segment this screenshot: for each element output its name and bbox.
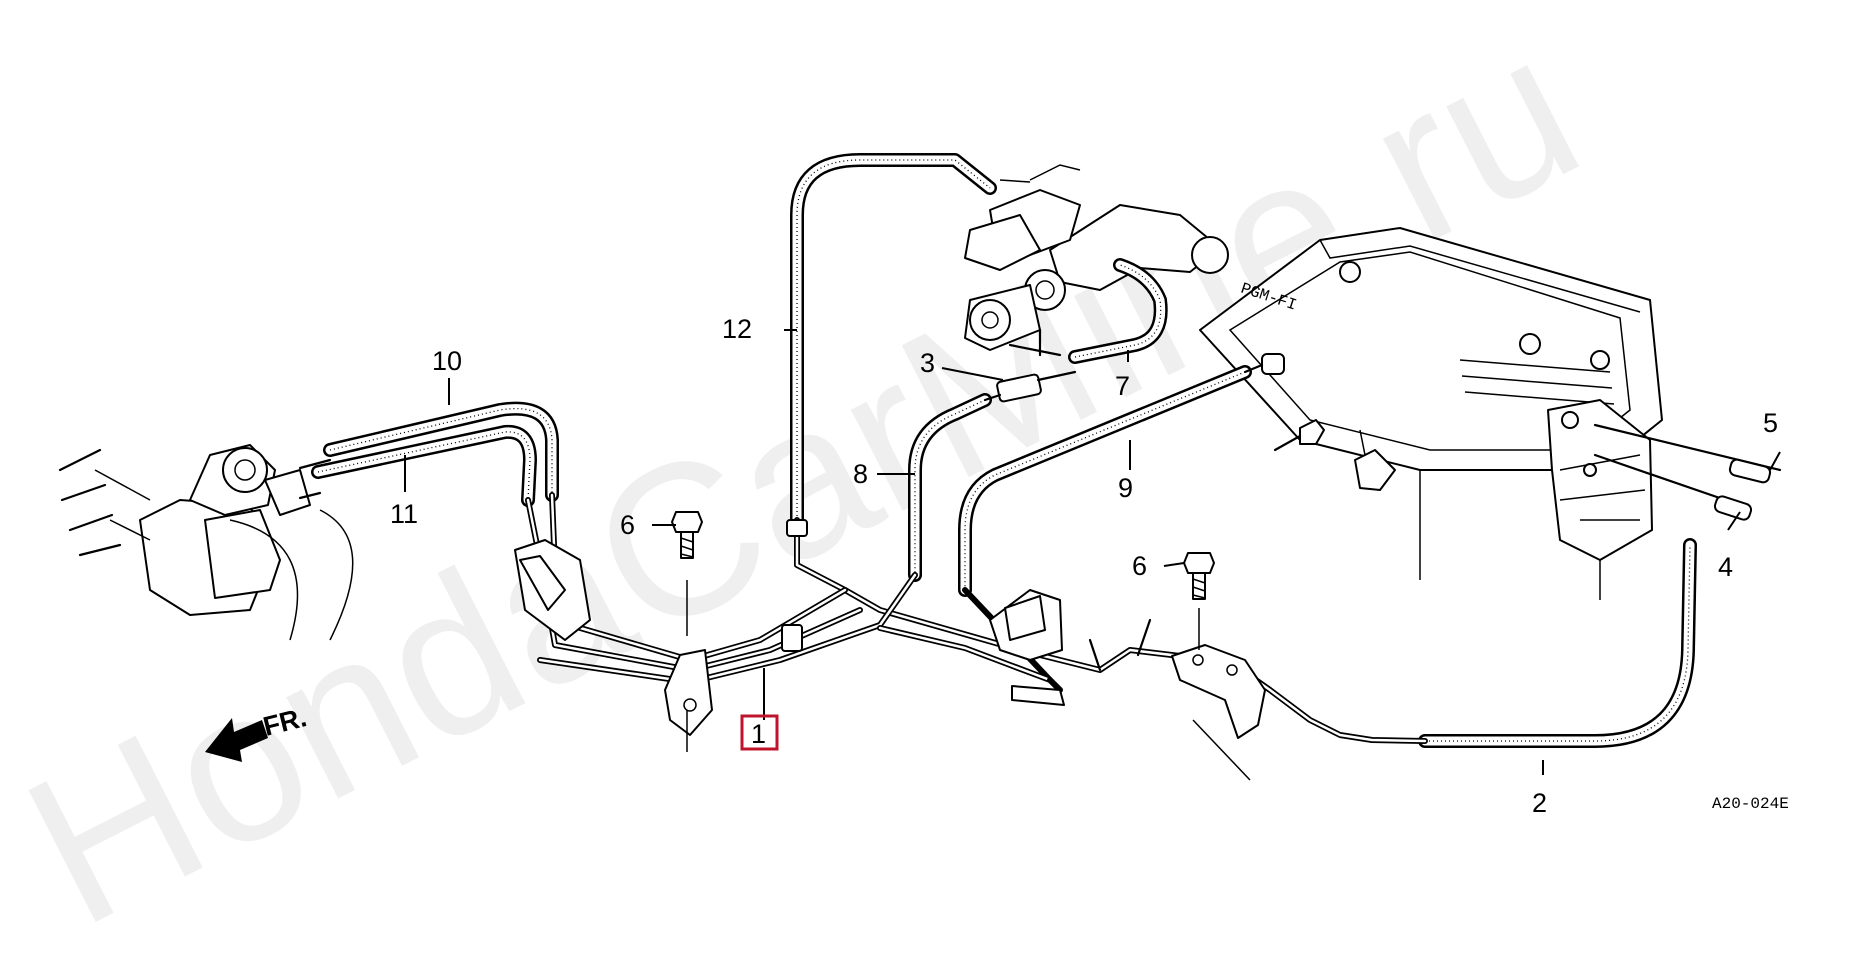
hose-12 bbox=[790, 153, 997, 527]
callout-labels: 12 10 11 3 8 7 9 5 4 6 6 2 1 bbox=[390, 314, 1778, 818]
hose-10 bbox=[323, 401, 559, 502]
right-vacuum-connector bbox=[1547, 399, 1782, 561]
callout-9: 9 bbox=[1118, 473, 1133, 503]
highlighted-part-box bbox=[740, 714, 779, 751]
callout-7: 7 bbox=[1115, 371, 1130, 401]
hose-7 bbox=[1068, 258, 1168, 364]
callout-4: 4 bbox=[1718, 552, 1733, 582]
pipe-mount-bracket bbox=[1171, 644, 1266, 781]
callout-1-highlighted[interactable]: 1 bbox=[751, 719, 766, 749]
callout-12: 12 bbox=[722, 314, 752, 344]
bolt-6-left bbox=[671, 511, 703, 752]
callout-11: 11 bbox=[390, 499, 418, 529]
callout-10: 10 bbox=[432, 346, 462, 376]
pipe-bundle-1 bbox=[514, 492, 1428, 744]
cylinder-head-cover: PGM-FI bbox=[1199, 227, 1663, 600]
callout-6-right: 6 bbox=[1132, 551, 1147, 581]
callout-5: 5 bbox=[1763, 408, 1778, 438]
callout-8: 8 bbox=[853, 459, 868, 489]
head-bolt bbox=[1273, 419, 1396, 491]
hose-connector-3 bbox=[983, 370, 1077, 403]
hose-8 bbox=[908, 393, 992, 582]
callout-2: 2 bbox=[1532, 788, 1547, 818]
hose-fitting-9-end bbox=[1243, 353, 1285, 375]
hose-9 bbox=[958, 365, 1252, 597]
hose-2 bbox=[1418, 538, 1697, 748]
callout-3: 3 bbox=[920, 348, 935, 378]
left-intake-assembly bbox=[58, 444, 354, 641]
diagram-code: A20-024E bbox=[1712, 795, 1789, 813]
callout-leaders bbox=[404, 329, 1781, 775]
bolt-6-right bbox=[1183, 552, 1215, 650]
callout-6-left: 6 bbox=[620, 510, 635, 540]
throttle-body-assembly bbox=[964, 164, 1229, 357]
hose-11 bbox=[311, 424, 537, 507]
